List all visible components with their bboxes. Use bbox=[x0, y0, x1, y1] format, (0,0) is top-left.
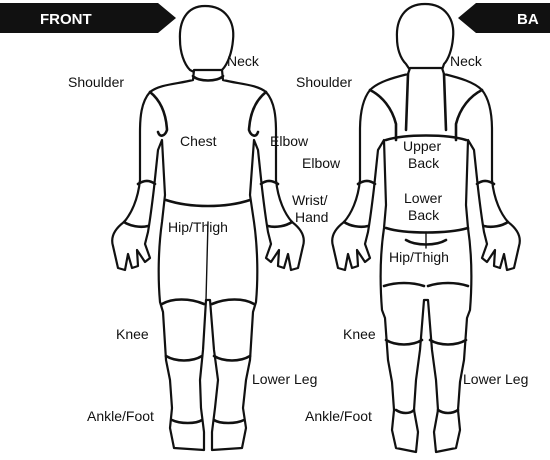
back-label-lower-back-2: Back bbox=[408, 207, 440, 223]
front-banner: FRONT bbox=[0, 3, 176, 33]
back-label-shoulder: Shoulder bbox=[296, 74, 352, 90]
front-banner-text: FRONT bbox=[40, 11, 92, 28]
back-label-ankle-foot: Ankle/Foot bbox=[305, 408, 372, 424]
front-label-ankle-foot: Ankle/Foot bbox=[87, 408, 154, 424]
front-head bbox=[180, 6, 233, 72]
back-label-neck: Neck bbox=[450, 53, 483, 69]
back-banner: BA bbox=[458, 3, 550, 33]
back-label-wrist-hand-2: Hand bbox=[295, 209, 328, 225]
front-label-neck: Neck bbox=[227, 53, 260, 69]
front-label-chest: Chest bbox=[180, 133, 217, 149]
back-label-wrist-hand-1: Wrist/ bbox=[292, 192, 328, 208]
front-label-shoulder: Shoulder bbox=[68, 74, 124, 90]
back-label-elbow: Elbow bbox=[302, 155, 341, 171]
back-banner-text: BA bbox=[517, 11, 539, 28]
back-label-knee: Knee bbox=[343, 326, 376, 342]
front-label-knee: Knee bbox=[116, 326, 149, 342]
front-label-hip-thigh: Hip/Thigh bbox=[168, 219, 228, 235]
front-label-elbow: Elbow bbox=[270, 133, 309, 149]
back-head bbox=[397, 4, 453, 70]
front-torso bbox=[112, 70, 304, 450]
back-label-upper-back-1: Upper bbox=[403, 138, 441, 154]
back-label-lower-leg: Lower Leg bbox=[463, 371, 528, 387]
back-label-hip-thigh: Hip/Thigh bbox=[389, 249, 449, 265]
back-label-upper-back-2: Back bbox=[408, 155, 440, 171]
back-label-lower-back-1: Lower bbox=[404, 190, 442, 206]
front-label-lower-leg: Lower Leg bbox=[252, 371, 317, 387]
